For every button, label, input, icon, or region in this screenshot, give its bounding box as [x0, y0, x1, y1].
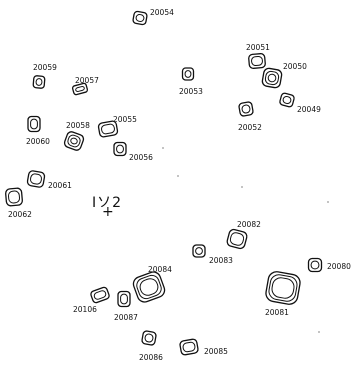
pit-label: 20081	[265, 309, 289, 317]
speck-dot	[162, 147, 163, 148]
speck-dot	[318, 331, 319, 332]
pit-label: 20055	[113, 116, 137, 124]
pit-label: 20085	[204, 348, 228, 356]
pit-label: 20080	[327, 263, 351, 271]
pit-outline	[63, 131, 84, 152]
pit-outline	[133, 11, 148, 25]
pit-outline	[248, 53, 265, 68]
pit-outline	[238, 101, 253, 116]
pit-label: 20083	[209, 257, 233, 265]
pit-outline	[183, 68, 194, 80]
pit-outline	[309, 259, 322, 272]
pit-outline	[265, 270, 302, 305]
pit-label: 20054	[150, 9, 174, 17]
pit-outline	[90, 286, 110, 303]
pit-label: 20056	[129, 154, 153, 162]
pit-label: 20049	[297, 106, 321, 114]
pit-label: 20057	[75, 77, 99, 85]
pit-outline	[193, 245, 205, 257]
pit-outline	[226, 228, 248, 249]
pit-label: 20058	[66, 122, 90, 130]
pit-outline	[179, 339, 198, 356]
pit-label: 20059	[33, 64, 57, 72]
pit-label: 20051	[246, 44, 270, 52]
pit-label: 20053	[179, 88, 203, 96]
pit-label: 20082	[237, 221, 261, 229]
pit-outline	[114, 143, 126, 156]
pit-outline	[279, 93, 295, 108]
pit-outline	[27, 170, 45, 188]
pit-label: 20060	[26, 138, 50, 146]
pit-label: 20106	[73, 306, 97, 314]
speck-dot	[177, 175, 178, 176]
pit-label: 20050	[283, 63, 307, 71]
speck-dot	[327, 201, 328, 202]
pit-label: 20061	[48, 182, 72, 190]
pit-label: 20084	[148, 266, 172, 274]
pit-label: 20062	[8, 211, 32, 219]
pit-outline	[262, 68, 283, 89]
pit-label: 20052	[238, 124, 262, 132]
pit-label: 20087	[114, 314, 138, 322]
center-cross-marker: +	[102, 204, 114, 220]
pit-outline	[33, 76, 45, 89]
pit-outline	[5, 188, 22, 206]
pit-outline	[118, 292, 130, 307]
pit-outline	[141, 330, 156, 345]
speck-dot	[241, 186, 242, 187]
pit-outline	[131, 270, 166, 304]
pit-outline	[28, 117, 40, 132]
pit-label: 20086	[139, 354, 163, 362]
